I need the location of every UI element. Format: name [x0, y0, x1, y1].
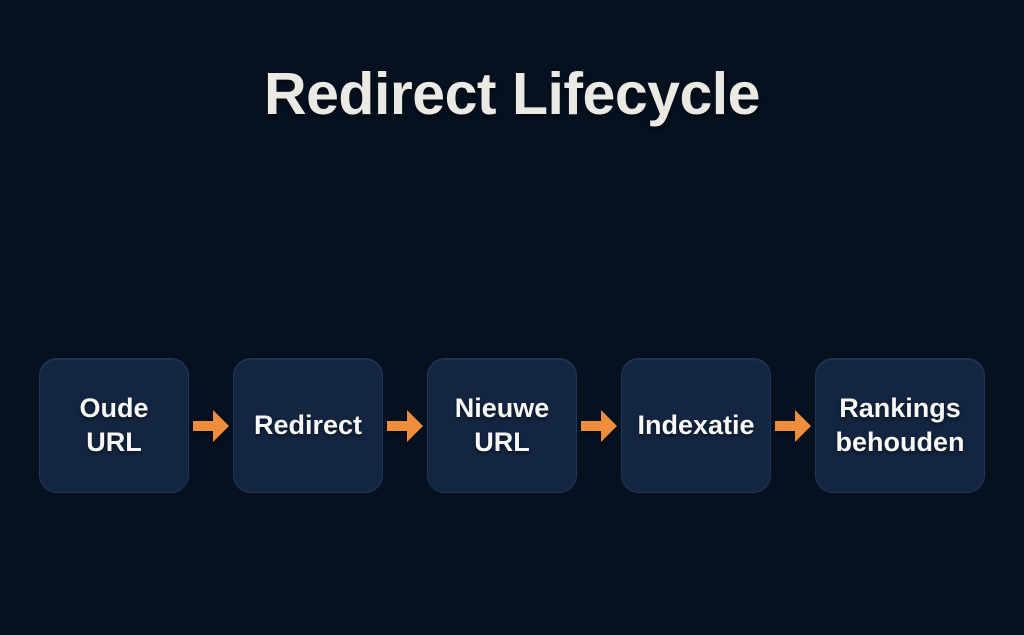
flow-diagram: Oude URL Redirect Nieuwe URL Indexatie R…: [0, 358, 1024, 493]
flow-step-label: URL: [474, 426, 530, 457]
flow-step-label: Rankings: [839, 393, 961, 424]
right-arrow-icon: [387, 409, 423, 442]
flow-step-nieuwe-url: Nieuwe URL: [427, 358, 577, 493]
flow-step-label: Indexatie: [637, 409, 755, 440]
flow-step-rankings-behouden: Rankings behouden: [815, 358, 985, 493]
right-arrow-icon: [581, 409, 617, 442]
flow-step-label: Redirect: [253, 409, 363, 440]
flow-step-label: URL: [86, 426, 142, 457]
right-arrow-icon: [193, 409, 229, 442]
right-arrow-icon: [775, 409, 811, 442]
flow-step-redirect: Redirect: [233, 358, 383, 493]
flow-step-label: Oude: [79, 393, 149, 424]
flow-step-label: behouden: [835, 426, 965, 457]
flow-step-label: Nieuwe: [454, 393, 550, 424]
flow-step-oude-url: Oude URL: [39, 358, 189, 493]
flow-step-indexatie: Indexatie: [621, 358, 771, 493]
page-title: Redirect Lifecycle: [263, 61, 761, 127]
